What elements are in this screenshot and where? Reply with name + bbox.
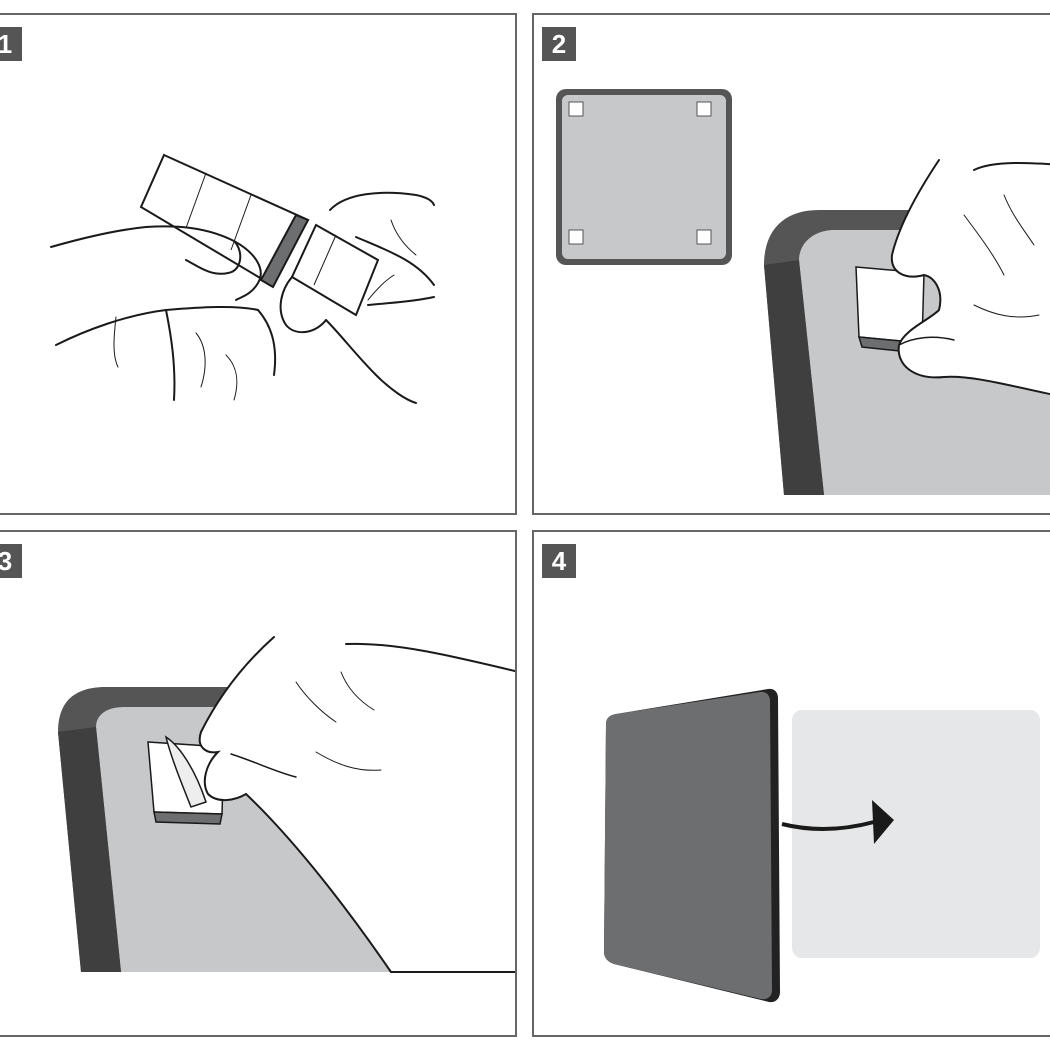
arrow-right-icon (781, 800, 894, 844)
hand-icon (890, 159, 1050, 396)
step-3-panel: 3 (0, 530, 517, 1037)
step-1-panel: 1 (0, 13, 517, 515)
step-4-panel: 4 (532, 530, 1050, 1037)
step-2-panel: 2 (532, 13, 1050, 515)
device-panel-icon (604, 688, 780, 1003)
step-4-number: 4 (542, 544, 576, 578)
mount-to-wall-illustration (604, 688, 1040, 1003)
hand-icon (198, 636, 515, 973)
right-hand-icon (279, 191, 435, 404)
step-1-number: 1 (0, 27, 22, 61)
separating-pads-illustration (50, 153, 435, 404)
mounting-plate-icon (556, 89, 732, 265)
peel-film-illustration (58, 636, 515, 973)
wall-area (792, 710, 1040, 958)
adhesive-pad-icon (147, 735, 225, 825)
step-3-number: 3 (0, 544, 22, 578)
left-hand-icon (50, 225, 277, 401)
step-2-number: 2 (542, 27, 576, 61)
adhesive-strip (139, 153, 380, 317)
attach-pads-illustration (556, 89, 1050, 495)
